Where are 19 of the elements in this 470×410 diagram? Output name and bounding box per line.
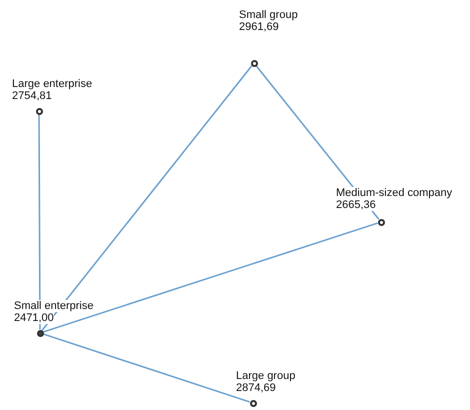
point-value: 2471,00: [14, 312, 54, 324]
point-label: Medium-sized company: [336, 187, 452, 199]
point-label: Small group: [239, 9, 298, 21]
point-label: Large group: [236, 370, 296, 382]
point-value: 2665,36: [336, 199, 376, 211]
data-point: [36, 108, 42, 114]
connector-line: [42, 65, 252, 331]
data-point: [36, 330, 44, 336]
data-point: [378, 218, 384, 226]
point-label: Small enterprise: [14, 300, 94, 312]
data-point: [250, 400, 256, 406]
connector-line: [38, 114, 41, 330]
connector-line: [43, 222, 378, 333]
data-point: [250, 60, 258, 66]
connector-line: [43, 333, 250, 403]
point-label: Large enterprise: [12, 78, 92, 90]
point-value: 2754,81: [12, 90, 52, 102]
point-value: 2874,69: [236, 382, 276, 394]
point-value: 2961,69: [239, 21, 279, 33]
